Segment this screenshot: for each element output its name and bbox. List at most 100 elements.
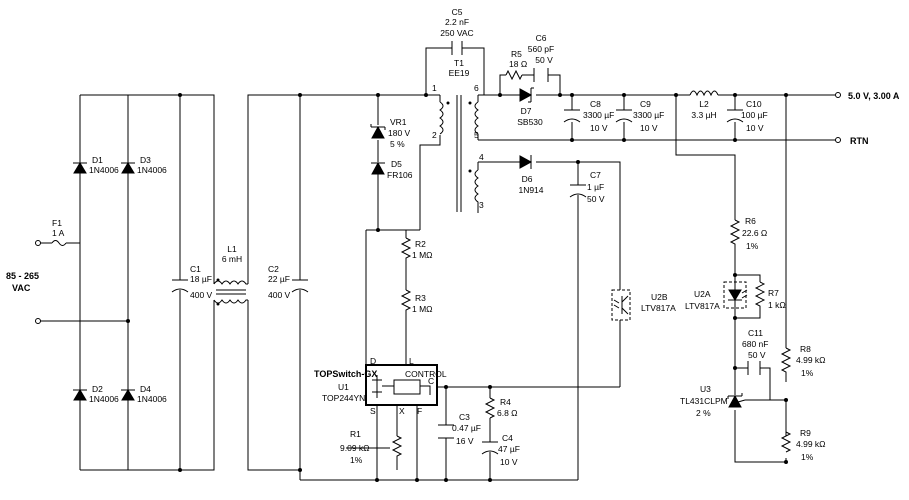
t1-pin-5: 5 <box>474 130 479 140</box>
vr1-tol: 5 % <box>390 139 405 149</box>
r4-value: 6.8 Ω <box>497 408 518 418</box>
l1-ref: L1 <box>227 244 237 254</box>
c9-value: 3300 µF <box>633 110 664 120</box>
u1-pin-l: L <box>409 356 414 366</box>
resistor-r8-symbol <box>780 347 792 374</box>
c3-ref: C3 <box>459 412 470 422</box>
c7-value: 1 µF <box>587 182 604 192</box>
r8-value: 4.99 kΩ <box>796 355 826 365</box>
u1-family: TOPSwitch-GX <box>314 369 377 379</box>
c2-value: 22 µF <box>268 274 290 284</box>
d7-ref: D7 <box>521 106 532 116</box>
capacitor-c10-symbol <box>726 109 744 123</box>
wires <box>38 47 838 481</box>
capacitor-c2-symbol <box>291 279 309 293</box>
d3-value: 1N4006 <box>137 165 167 175</box>
t1-ref: T1 <box>454 58 464 68</box>
t1-pin-2: 2 <box>432 130 437 140</box>
capacitor-c1-symbol <box>171 279 189 293</box>
c5-value: 2.2 nF <box>445 17 469 27</box>
c10-ref: C10 <box>746 99 762 109</box>
resistor-r4-symbol <box>484 397 496 419</box>
c1-ref: C1 <box>190 264 201 274</box>
capacitor-c11-symbol <box>747 361 761 375</box>
u2a-ref: U2A <box>694 289 711 299</box>
u3-value: TL431CLPM <box>680 396 728 406</box>
r8-tol: 1% <box>801 368 814 378</box>
inductor-l2-symbol <box>689 90 719 97</box>
c10-value: 100 µF <box>741 110 768 120</box>
capacitor-c6-symbol <box>533 68 549 82</box>
u1-pin-d: D <box>370 356 376 366</box>
c8-value: 3300 µF <box>583 110 614 120</box>
shunt-regulator-u3-symbol <box>727 393 746 408</box>
r1-tol: 1% <box>350 455 363 465</box>
c1-value: 18 µF <box>190 274 212 284</box>
transformer-t1-symbol <box>439 95 479 212</box>
d4-value: 1N4006 <box>137 394 167 404</box>
t1-pin-1: 1 <box>432 83 437 93</box>
c9-rating: 10 V <box>640 123 658 133</box>
r7-ref: R7 <box>768 288 779 298</box>
optocoupler-u2a-symbol <box>723 281 748 309</box>
u1-pin-s: S <box>370 406 376 416</box>
d5-value: FR106 <box>387 170 413 180</box>
c1-rating: 400 V <box>190 290 213 300</box>
u3-tol: 2 % <box>696 408 711 418</box>
c10-rating: 10 V <box>746 123 764 133</box>
r3-ref: R3 <box>415 293 426 303</box>
resistor-r6-symbol <box>729 219 741 248</box>
optocoupler-u2b-symbol <box>611 289 631 321</box>
r1-value: 9.09 kΩ <box>340 443 370 453</box>
ac-input-terminal-1 <box>35 240 41 246</box>
u2b-value: LTV817A <box>641 303 676 313</box>
r6-ref: R6 <box>745 216 756 226</box>
u3-ref: U3 <box>700 384 711 394</box>
resistor-r3-symbol <box>400 289 412 316</box>
c4-rating: 10 V <box>500 457 518 467</box>
d6-ref: D6 <box>522 174 533 184</box>
c4-value: 47 µF <box>498 444 520 454</box>
c8-rating: 10 V <box>590 123 608 133</box>
capacitor-c5-symbol <box>451 41 463 55</box>
resistor-r2-symbol <box>400 237 412 262</box>
l2-value: 3.3 µH <box>691 110 716 120</box>
c3-rating: 16 V <box>456 436 474 446</box>
c7-rating: 50 V <box>587 194 605 204</box>
c11-rating: 50 V <box>748 350 766 360</box>
output-return-terminal <box>835 137 841 143</box>
diode-d2-symbol <box>73 385 87 405</box>
r9-tol: 1% <box>801 452 814 462</box>
t1-pin-6: 6 <box>474 83 479 93</box>
r8-ref: R8 <box>800 344 811 354</box>
c5-ref: C5 <box>452 7 463 17</box>
output-positive-label: 5.0 V, 3.00 A <box>848 91 900 101</box>
junction-dots <box>126 93 788 482</box>
c2-ref: C2 <box>268 264 279 274</box>
input-vac-label: VAC <box>12 283 31 293</box>
t1-pin-4: 4 <box>479 152 484 162</box>
u1-pin-x: X <box>399 406 405 416</box>
input-voltage-label: 85 - 265 <box>6 271 39 281</box>
c11-value: 680 nF <box>742 339 768 349</box>
r9-ref: R9 <box>800 428 811 438</box>
c6-rating: 50 V <box>535 55 553 65</box>
diode-d7-symbol <box>519 87 534 103</box>
d1-ref: D1 <box>92 155 103 165</box>
c5-rating: 250 VAC <box>440 28 473 38</box>
r3-value: 1 MΩ <box>412 304 433 314</box>
r6-value: 22.6 Ω <box>742 228 767 238</box>
diode-d4-symbol <box>121 385 135 405</box>
u1-pin-f: F <box>417 406 422 416</box>
u1-control-label: CONTROL <box>405 369 447 379</box>
r2-ref: R2 <box>415 239 426 249</box>
d6-value: 1N914 <box>518 185 543 195</box>
u2b-ref: U2B <box>651 292 668 302</box>
resistor-r7-symbol <box>754 281 766 308</box>
output-return-label: RTN <box>850 136 869 146</box>
d3-ref: D3 <box>140 155 151 165</box>
c11-ref: C11 <box>748 328 763 338</box>
l2-ref: L2 <box>699 99 709 109</box>
r6-tol: 1% <box>746 241 759 251</box>
